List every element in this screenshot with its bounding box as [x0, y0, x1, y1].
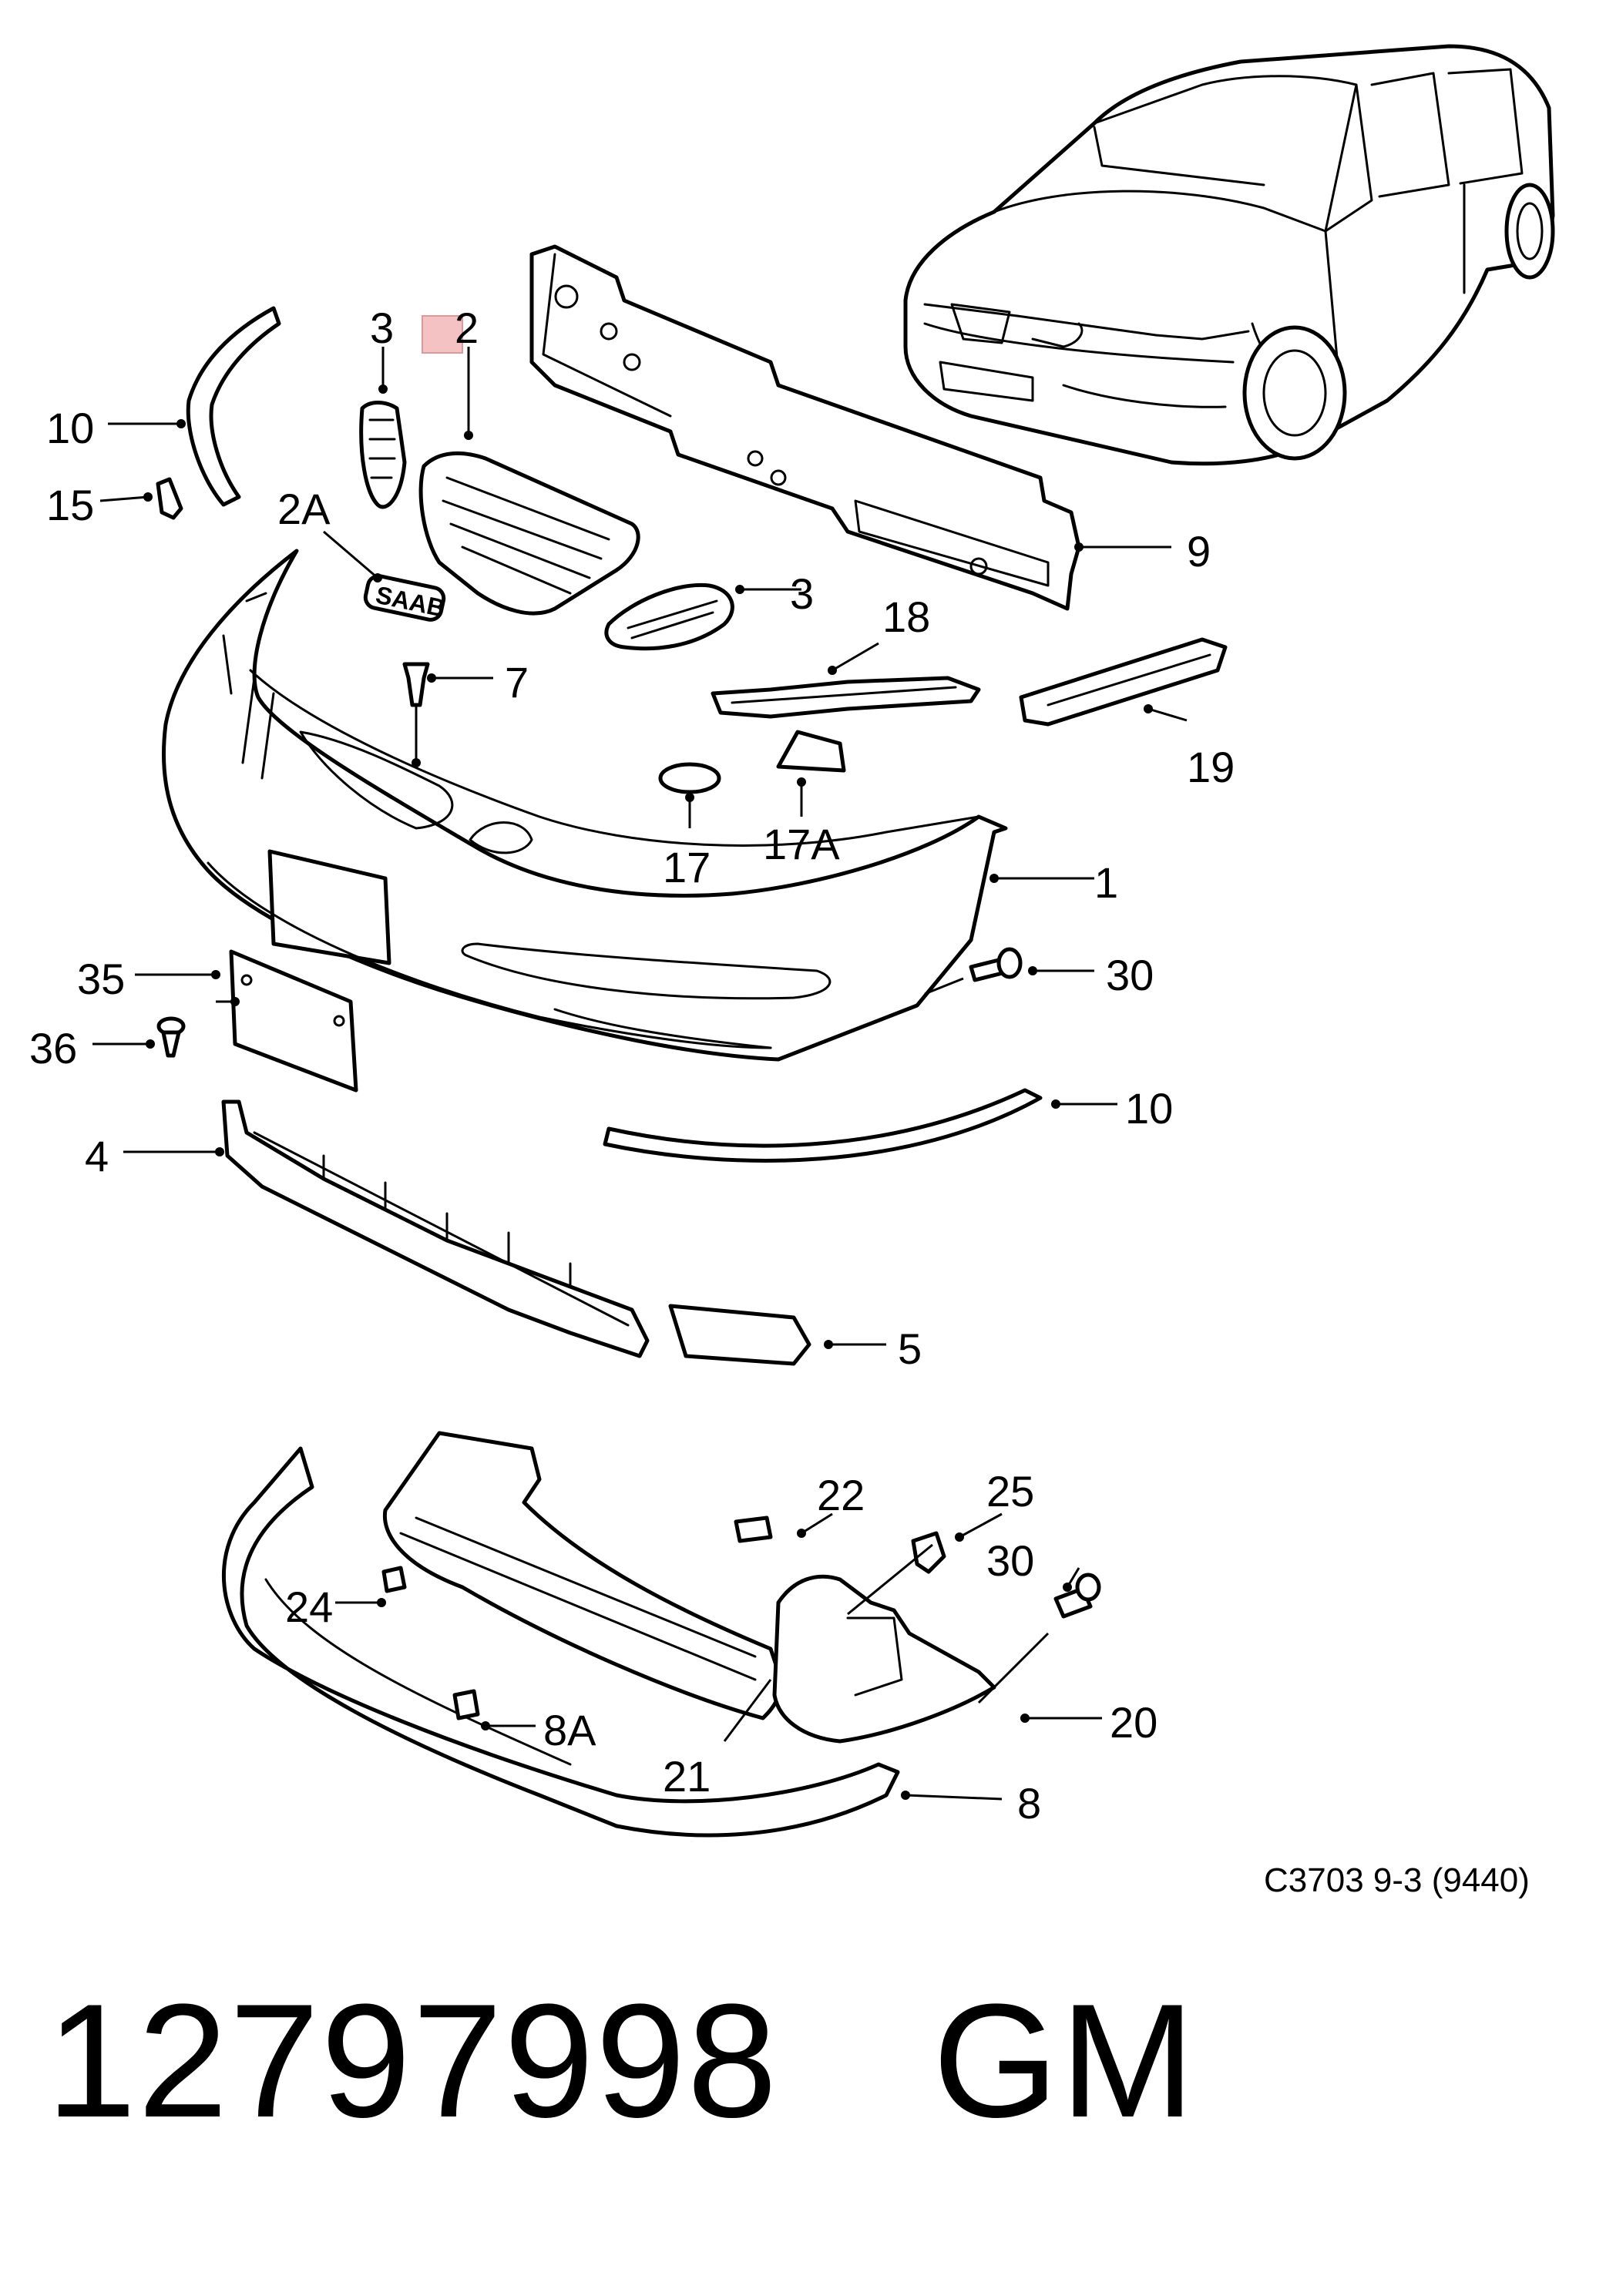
callout-20: 20 — [1110, 1698, 1157, 1747]
callout-9: 9 — [1187, 527, 1211, 576]
callout-21: 21 — [663, 1752, 711, 1801]
bumper-reinforcement-beam — [529, 244, 1081, 611]
callout-2: 2 — [455, 304, 479, 352]
washer-cover-alt — [776, 730, 846, 773]
washer-cover — [658, 762, 721, 794]
spoiler-lip — [222, 1446, 900, 1838]
callout-10-upper: 10 — [46, 404, 94, 452]
callout-labels: 10 15 3 2 2A 3 9 18 7 19 17 17A 1 35 30 … — [29, 304, 1530, 1899]
radiator-grille — [418, 451, 640, 616]
nut-25 — [911, 1531, 946, 1574]
callout-8a: 8A — [543, 1706, 596, 1754]
grille-insert-left — [359, 401, 407, 509]
callout-5: 5 — [898, 1324, 922, 1373]
callout-30-lower: 30 — [986, 1536, 1034, 1585]
part-number-footer: 12797998 GM — [46, 1969, 1510, 2153]
callout-8: 8 — [1017, 1779, 1041, 1828]
clip-22 — [734, 1516, 773, 1543]
callout-22: 22 — [817, 1471, 865, 1519]
lower-grille — [221, 1099, 650, 1358]
callout-3-left: 3 — [370, 304, 394, 352]
callout-18: 18 — [882, 592, 930, 641]
callout-7: 7 — [505, 658, 529, 707]
callout-10-lower: 10 — [1125, 1084, 1173, 1133]
callout-15: 15 — [46, 481, 94, 529]
side-bracket — [1019, 637, 1228, 727]
side-marker-lens — [156, 477, 183, 520]
callout-1: 1 — [1094, 858, 1118, 907]
diagram-reference: C3703 9-3 (9440) — [1264, 1861, 1530, 1899]
callout-35: 35 — [77, 955, 125, 1003]
retaining-clip — [402, 662, 430, 707]
car-illustration — [903, 44, 1555, 466]
callout-2a: 2A — [277, 485, 331, 533]
brand-name: GM — [932, 1970, 1197, 2151]
undertray — [382, 1431, 996, 1744]
callout-24: 24 — [285, 1583, 333, 1631]
clip-24 — [381, 1566, 407, 1593]
fog-lamp-cover — [668, 1304, 811, 1366]
screw-36 — [156, 1016, 186, 1058]
front-bumper-cover — [162, 549, 1008, 1062]
leader-lines — [92, 347, 1188, 1801]
part-number: 12797998 — [46, 1970, 779, 2151]
callout-4: 4 — [85, 1132, 109, 1180]
grille-insert-right — [604, 582, 734, 651]
highlight-marker — [422, 315, 463, 354]
callout-3-right: 3 — [790, 569, 814, 618]
callout-19: 19 — [1187, 743, 1235, 791]
callout-17: 17 — [663, 843, 711, 891]
bolt-upper — [969, 947, 1023, 982]
trim-strip-lower — [603, 1088, 1043, 1163]
callout-25: 25 — [986, 1467, 1034, 1516]
callout-30-upper: 30 — [1106, 951, 1154, 999]
trim-strip-upper — [186, 306, 281, 507]
center-bracket — [711, 676, 981, 719]
bolt-lower — [1053, 1573, 1101, 1619]
license-plate-holder — [229, 949, 358, 1093]
callout-17a: 17A — [763, 820, 840, 868]
clip-8a — [452, 1689, 480, 1720]
callout-36: 36 — [29, 1024, 77, 1072]
